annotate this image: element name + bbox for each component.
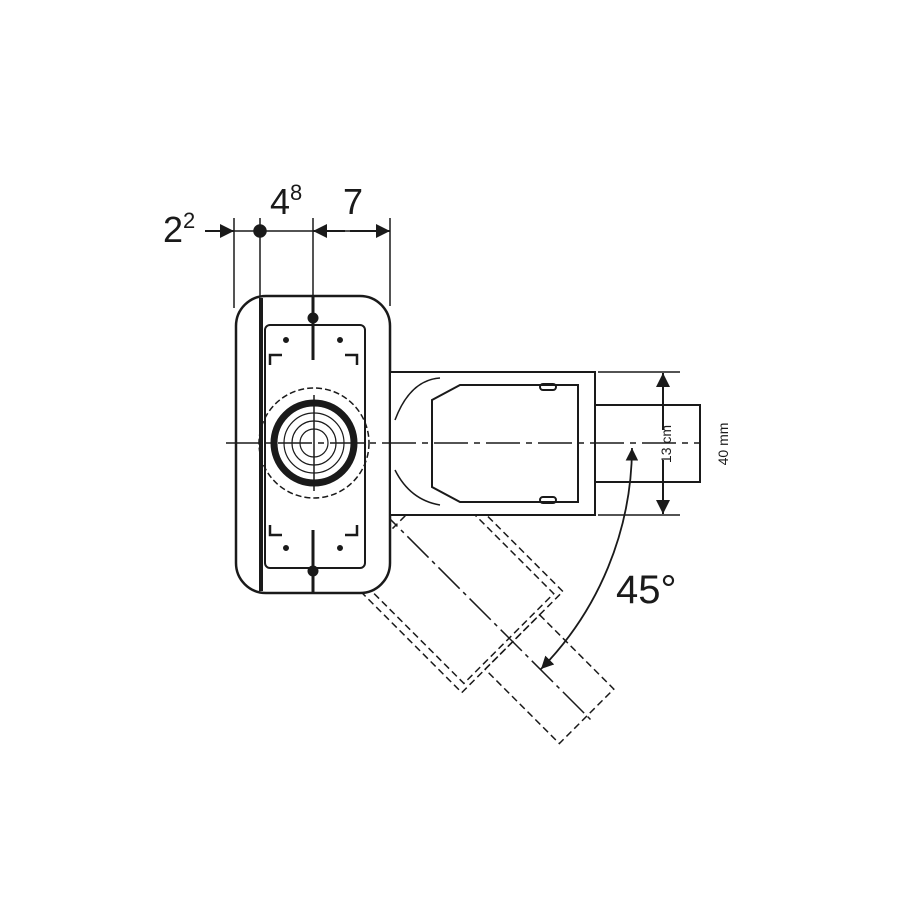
dim-center: 48 [270,180,302,222]
dim-left: 22 [163,208,195,250]
height-label: 13 cm [658,425,674,463]
pipe-diameter-label: 40 mm [715,423,731,466]
reference-dot [253,224,267,238]
angle-arc [540,447,639,670]
mounting-box [234,294,392,595]
angle-label: 45° [616,568,677,612]
dim-right: 7 [343,181,363,222]
top-dimension-chain [205,218,391,308]
